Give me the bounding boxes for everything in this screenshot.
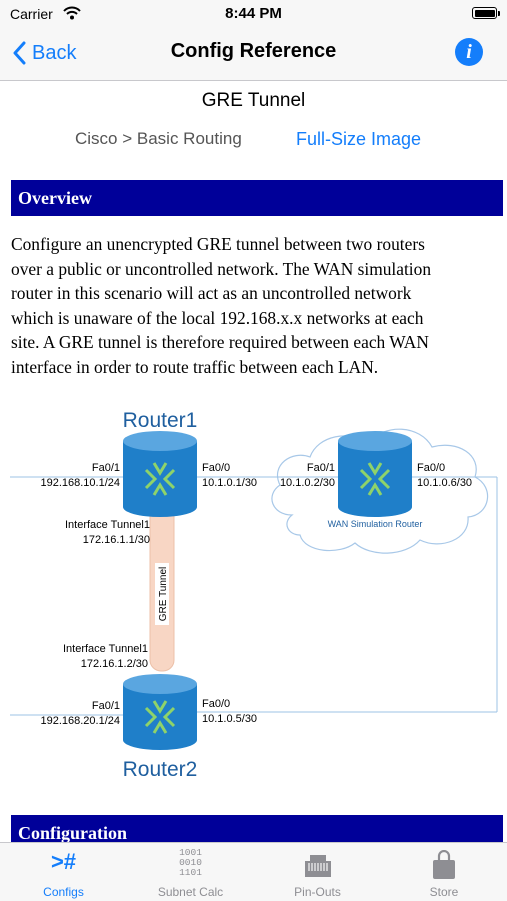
binary-line: 0010 xyxy=(179,857,202,868)
tab-label: Store xyxy=(429,885,459,899)
router1-right-interface: Fa0/0 xyxy=(202,462,230,474)
router2-left-interface: Fa0/1 xyxy=(92,700,120,712)
info-button[interactable]: i xyxy=(455,38,483,66)
overview-line: router in this scenario will act as an u… xyxy=(11,283,412,304)
overview-line: Configure an unencrypted GRE tunnel betw… xyxy=(11,234,425,254)
tab-label: Configs xyxy=(43,885,84,899)
wan-right-interface: Fa0/0 xyxy=(417,462,445,474)
wan-left-interface: Fa0/1 xyxy=(307,462,335,474)
chevron-left-icon xyxy=(13,41,26,65)
full-size-image-link[interactable]: Full-Size Image xyxy=(296,129,422,149)
router1-left-ip: 192.168.10.1/24 xyxy=(40,477,120,489)
router2-tunnel-ip: 172.16.1.2/30 xyxy=(81,658,148,670)
tab-pin-outs[interactable]: Pin-Outs xyxy=(254,843,381,901)
tab-configs[interactable]: ># Configs xyxy=(0,843,127,901)
status-time: 8:44 PM xyxy=(225,5,282,22)
wifi-icon xyxy=(63,6,81,20)
back-button[interactable]: Back xyxy=(12,38,76,68)
router2-icon xyxy=(123,674,197,750)
overview-line: site. A GRE tunnel is therefore required… xyxy=(11,332,429,353)
router2-right-interface: Fa0/0 xyxy=(202,698,230,710)
gre-tunnel-label: GRE Tunnel xyxy=(158,567,169,621)
wan-router-icon xyxy=(338,431,412,517)
network-diagram[interactable]: GRE Tunnel Router1 Fa0/1 192.168.10.1/24… xyxy=(0,395,507,790)
overview-text: Configure an unencrypted GRE tunnel betw… xyxy=(11,232,501,380)
router1-name: Router1 xyxy=(123,409,198,432)
binary-line: 1001 xyxy=(179,847,202,858)
binary-icon: 1001 0010 1101 xyxy=(127,848,254,878)
router2-left-ip: 192.168.20.1/24 xyxy=(40,715,120,727)
wan-router-name: WAN Simulation Router xyxy=(328,519,423,529)
overview-line: which is unaware of the local 192.168.x.… xyxy=(11,307,424,328)
document-title: GRE Tunnel xyxy=(201,90,306,111)
router1-tunnel-ip: 172.16.1.1/30 xyxy=(83,534,150,546)
tab-subnet-calc[interactable]: 1001 0010 1101 Subnet Calc xyxy=(127,843,254,901)
router1-right-ip: 10.1.0.1/30 xyxy=(202,477,257,489)
router2-right-ip: 10.1.0.5/30 xyxy=(202,713,257,725)
wan-left-ip: 10.1.0.2/30 xyxy=(280,477,335,489)
router2-tunnel-interface: Interface Tunnel1 xyxy=(63,643,148,655)
info-icon: i xyxy=(466,41,472,63)
router2-name: Router2 xyxy=(123,758,198,781)
navigation-bar: Back Config Reference i xyxy=(0,28,507,81)
status-bar: Carrier 8:44 PM xyxy=(0,0,507,28)
breadcrumb: Cisco > Basic Routing xyxy=(75,129,242,148)
overview-heading: Overview xyxy=(11,180,503,216)
page-title: Config Reference xyxy=(170,40,337,62)
bag-icon xyxy=(433,850,455,879)
router1-tunnel-interface: Interface Tunnel1 xyxy=(65,519,150,531)
binary-line: 1101 xyxy=(179,867,202,878)
router1-icon xyxy=(123,431,197,517)
connector-icon xyxy=(305,855,331,877)
router1-left-interface: Fa0/1 xyxy=(92,462,120,474)
gre-tunnel: GRE Tunnel xyxy=(149,502,175,672)
carrier-label: Carrier xyxy=(10,6,53,22)
prompt-icon: ># xyxy=(50,849,77,874)
wan-right-ip: 10.1.0.6/30 xyxy=(417,477,472,489)
back-label: Back xyxy=(32,41,77,64)
tab-label: Pin-Outs xyxy=(294,885,341,899)
tab-label: Subnet Calc xyxy=(157,885,224,899)
battery-icon xyxy=(472,7,500,19)
tab-bar: ># Configs 1001 0010 1101 Subnet Calc Pi… xyxy=(0,842,507,901)
tab-store[interactable]: Store xyxy=(381,843,507,901)
overview-line: over a public or uncontrolled network. T… xyxy=(11,258,432,279)
overview-line: interface in order to route traffic betw… xyxy=(11,356,379,377)
network-links xyxy=(10,476,498,716)
